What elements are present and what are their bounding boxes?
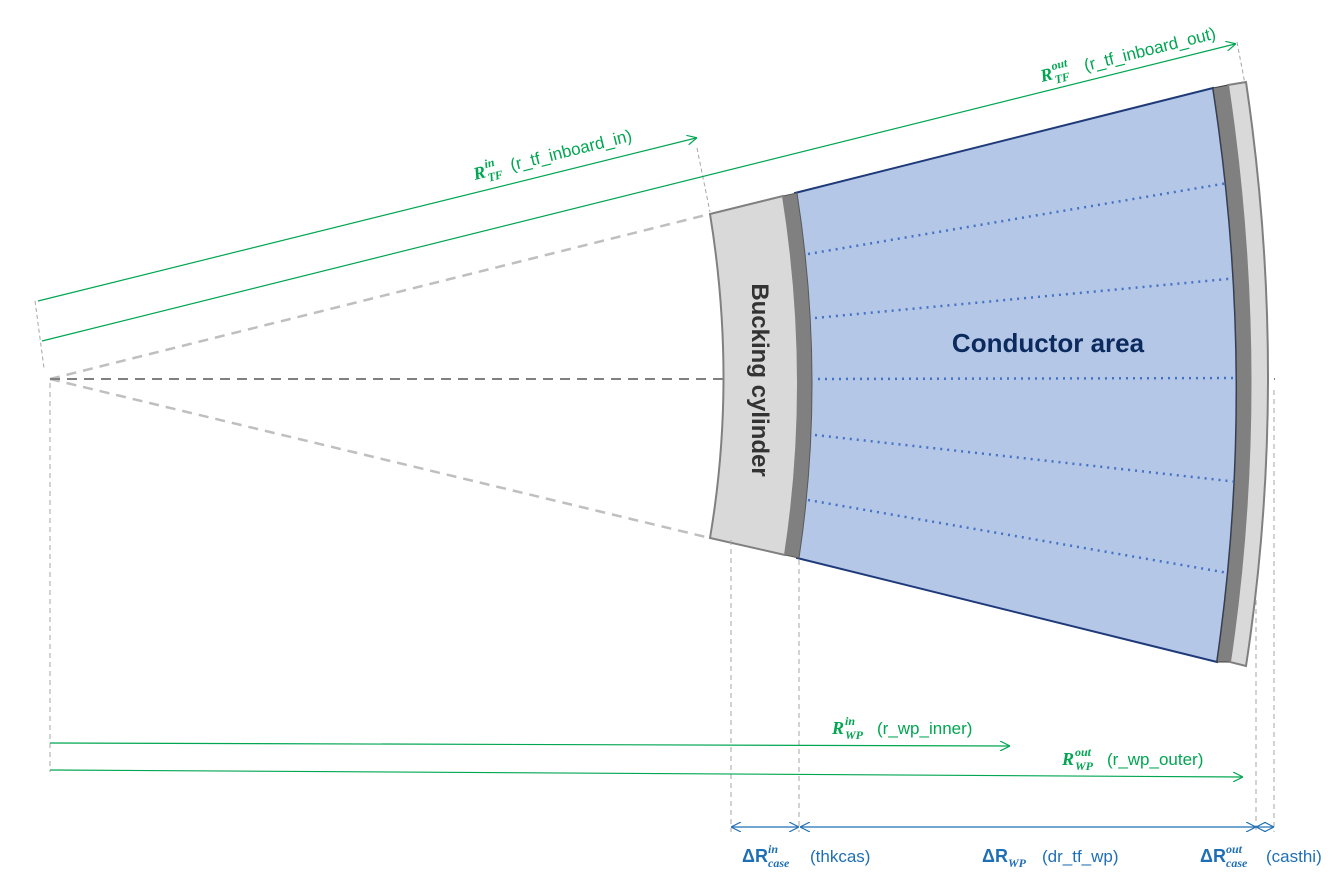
sector-lower-guide xyxy=(49,377,711,540)
svg-text:(r_wp_inner): (r_wp_inner) xyxy=(877,719,972,738)
svg-text:in: in xyxy=(845,714,855,728)
svg-text:TF: TF xyxy=(486,167,504,184)
svg-text:WP: WP xyxy=(1075,759,1094,773)
bottom-extension-lines xyxy=(49,383,1275,832)
svg-text:out: out xyxy=(1075,745,1092,759)
ext-top-inboard-out xyxy=(1236,41,1246,85)
ext-top-inboard-in xyxy=(696,147,711,213)
svg-text:out: out xyxy=(1050,55,1070,73)
sector-upper-guide xyxy=(49,212,711,381)
thkcas-label: ΔR in case (thkcas) xyxy=(742,842,870,870)
r-wp-outer-label: R out WP (r_wp_outer) xyxy=(1061,745,1203,773)
svg-text:R: R xyxy=(470,162,487,185)
svg-text:WP: WP xyxy=(1008,856,1027,870)
ext-top-origin xyxy=(34,300,45,369)
casthi-label: ΔR out case (casthi) xyxy=(1200,842,1322,870)
outer-case-light-strip xyxy=(1226,80,1269,668)
svg-text:(dr_tf_wp): (dr_tf_wp) xyxy=(1042,847,1119,866)
conductor-area-label: Conductor area xyxy=(952,328,1145,358)
svg-text:R: R xyxy=(1061,749,1074,769)
r-wp-outer-arrow xyxy=(49,769,1242,777)
svg-text:ΔR: ΔR xyxy=(982,846,1008,866)
bucking-cylinder-label: Bucking cylinder xyxy=(746,283,773,476)
svg-text:(thkcas): (thkcas) xyxy=(810,847,870,866)
svg-text:R: R xyxy=(831,718,844,738)
svg-text:in: in xyxy=(768,842,778,856)
svg-text:case: case xyxy=(768,856,790,870)
r-tf-inboard-out-arrow xyxy=(41,44,1235,342)
svg-text:in: in xyxy=(483,155,496,171)
svg-text:ΔR: ΔR xyxy=(1200,846,1226,866)
turn-lines xyxy=(807,181,1243,575)
svg-text:(r_tf_inboard_out): (r_tf_inboard_out) xyxy=(1082,24,1218,75)
svg-text:(casthi): (casthi) xyxy=(1266,847,1322,866)
r-wp-inner-arrow xyxy=(49,743,1009,746)
conductor-area-shape xyxy=(793,86,1238,664)
r-wp-inner-label: R in WP (r_wp_inner) xyxy=(831,714,972,742)
svg-text:case: case xyxy=(1226,856,1248,870)
svg-text:WP: WP xyxy=(845,728,864,742)
svg-text:(r_tf_inboard_in): (r_tf_inboard_in) xyxy=(508,126,634,175)
dr-tf-wp-label: ΔR WP (dr_tf_wp) xyxy=(982,846,1119,870)
r-tf-inboard-in-label: R in TF (r_tf_inboard_in) xyxy=(470,126,634,185)
svg-text:(r_wp_outer): (r_wp_outer) xyxy=(1107,750,1203,769)
r-tf-inboard-in-arrow xyxy=(37,138,696,302)
svg-text:TF: TF xyxy=(1053,69,1071,86)
svg-text:R: R xyxy=(1037,64,1054,87)
bucking-cylinder-shape xyxy=(708,194,799,557)
svg-text:ΔR: ΔR xyxy=(742,846,768,866)
svg-text:out: out xyxy=(1226,842,1243,856)
